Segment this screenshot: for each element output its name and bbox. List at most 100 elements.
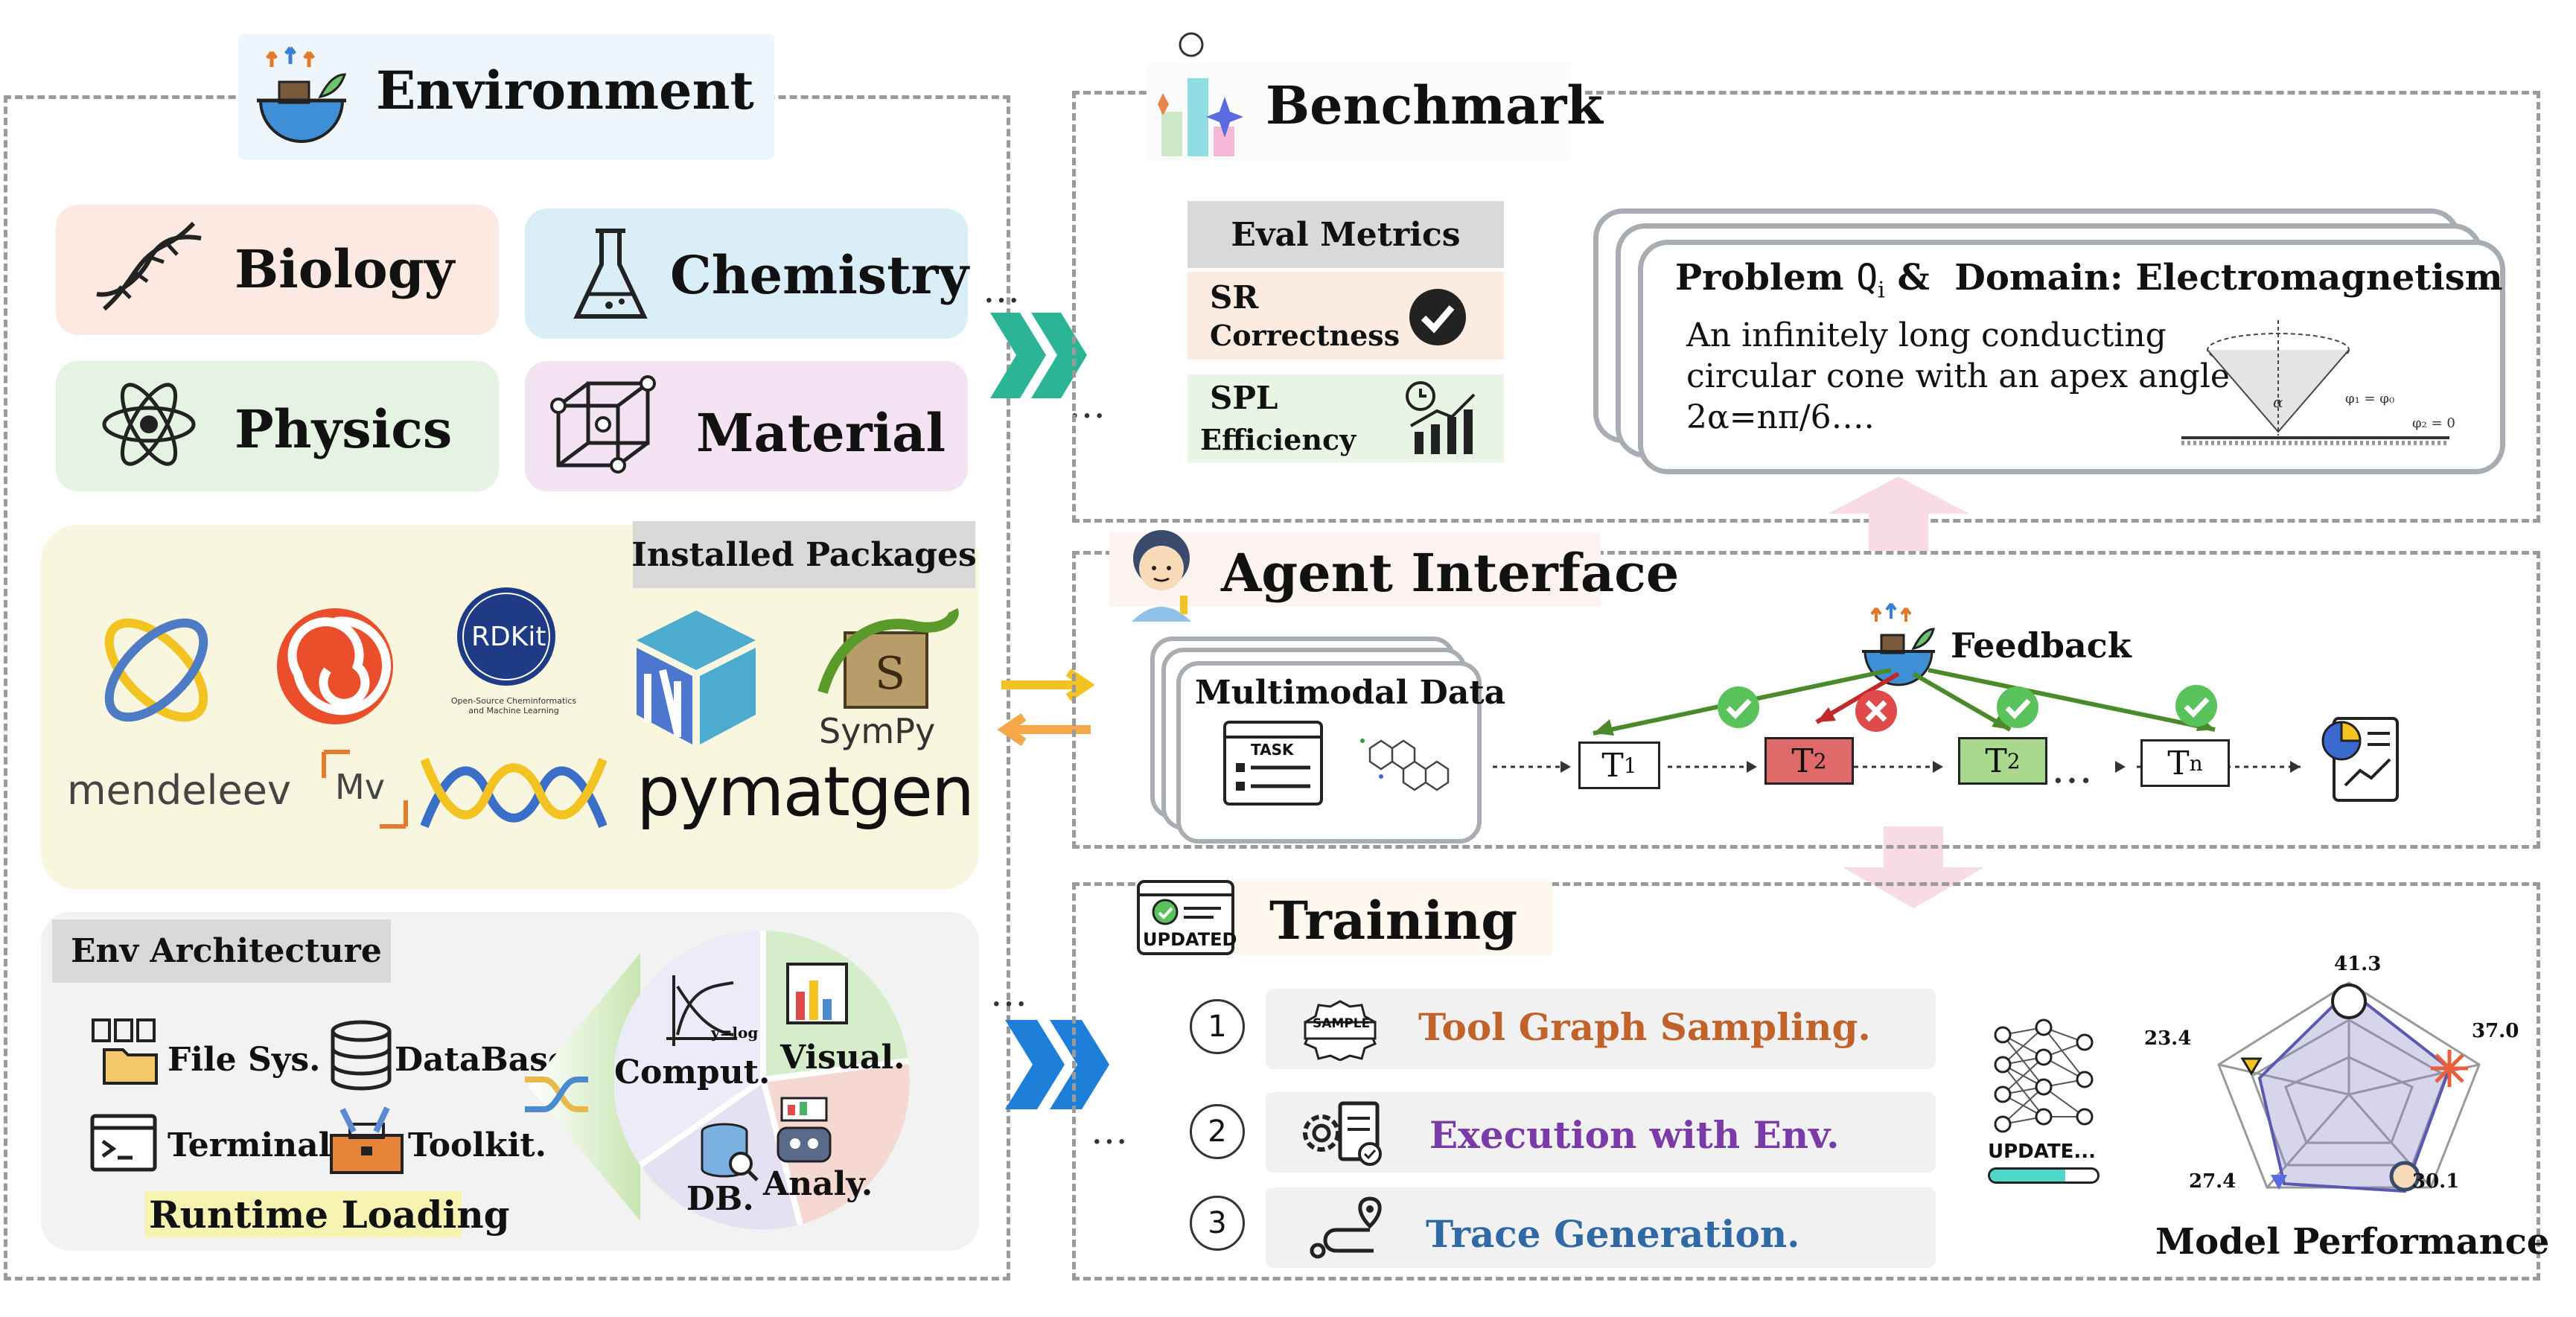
runtime-arrow-fan — [521, 938, 640, 1236]
eval-metrics-title: Eval Metrics — [1187, 201, 1504, 268]
training-title: Training — [1269, 890, 1518, 951]
cone-potential-label-2: φ₂ = 0 — [2412, 415, 2455, 431]
toolkit-label: Toolkit. — [408, 1126, 546, 1164]
update-label: UPDATE... — [1988, 1141, 2096, 1163]
radar-value-right: 37.0 — [2472, 1020, 2519, 1042]
feedback-arrows — [1563, 648, 2234, 744]
arrow-left-orange-icon — [997, 711, 1094, 748]
data-card — [1176, 661, 1482, 844]
package-sympy: SymPy — [819, 711, 936, 751]
function-plot-icon — [659, 972, 741, 1046]
gear-document-icon — [1292, 1096, 1389, 1170]
node-1-main: T — [1601, 746, 1624, 785]
domain-label-biology: Biology — [235, 238, 455, 300]
terminal-icon — [89, 1113, 158, 1173]
radar-value-bottom-right: 30.1 — [2412, 1170, 2460, 1193]
installed-packages-title: Installed Packages — [631, 521, 977, 588]
updated-label: UPDATED — [1143, 929, 1237, 950]
pie-label-analy: Analy. — [763, 1165, 873, 1203]
cone-figure — [2181, 313, 2449, 447]
task-card-icon — [1221, 718, 1325, 808]
radar-value-bottom-left: 27.4 — [2189, 1170, 2237, 1193]
task-label: TASK — [1251, 741, 1294, 759]
update-progress-fill — [1990, 1170, 2065, 1182]
error-x-icon — [1854, 689, 1898, 733]
problem-card — [1638, 240, 2505, 474]
agent-interface-header — [1109, 532, 1601, 607]
report-chart-icon — [2315, 715, 2405, 804]
pie-label-comput: Comput. — [614, 1053, 771, 1091]
node-3-main: T — [1985, 742, 2007, 780]
updated-badge-icon — [1135, 878, 1236, 957]
step-text-3: Trace Generation. — [1426, 1212, 1800, 1256]
atom-icon — [97, 372, 201, 476]
radar-value-left: 23.4 — [2144, 1027, 2192, 1050]
pie-axis-label: y=log — [711, 1024, 759, 1042]
package-pymatgen: pymatgen — [637, 752, 975, 832]
model-performance-title: Model Performance — [2155, 1221, 2550, 1263]
spiral-package-logo — [268, 599, 402, 733]
mendeleev-atom-logo — [82, 603, 231, 737]
runtime-loading-highlight — [145, 1191, 462, 1237]
problem-line-3: 2α=nπ/6…. — [1686, 398, 1875, 436]
domain-label-physics: Physics — [235, 398, 453, 460]
terminal-label: Terminal. — [168, 1126, 342, 1164]
database-search-icon — [696, 1120, 759, 1184]
package-mv: Mv — [335, 767, 385, 807]
domain-label-chemistry: Chemistry — [670, 244, 969, 306]
package-rdkit: RDKit — [471, 622, 546, 652]
radar-chart — [2196, 975, 2502, 1199]
check-badge-icon — [1407, 287, 1468, 348]
metric-abbr-spl: SPL — [1210, 380, 1278, 416]
double-chevron-blue-icon — [1001, 1013, 1120, 1117]
molecule-structure-icon — [1348, 718, 1459, 808]
folder-files-icon — [89, 1016, 164, 1087]
flask-icon — [566, 223, 655, 328]
down-arrow-pink — [1839, 826, 1988, 908]
problem-title: Problem Qi & Domain: Electromagnetism — [1675, 257, 2503, 304]
step-number-2: 2 — [1190, 1104, 1245, 1159]
problem-title-suffix: & Domain: Electromagnetism — [1897, 257, 2503, 299]
update-progress-bar — [1988, 1167, 2100, 1184]
agent-interface-panel — [1072, 551, 2540, 849]
svg-text:S: S — [875, 648, 905, 700]
step-number-1: 1 — [1190, 999, 1245, 1054]
step-card-1 — [1266, 989, 1936, 1069]
sympy-snake-logo: S — [815, 603, 964, 715]
rdkit-tagline: Open-Source Cheminformatics and Machine … — [450, 696, 577, 715]
pie-label-db: DB. — [686, 1180, 754, 1218]
dots-bottom-upper: … — [990, 972, 1030, 1015]
training-panel — [1072, 882, 2540, 1281]
problem-line-2: circular cone with an apex angle — [1686, 357, 2230, 395]
domain-label-material: Material — [696, 402, 946, 464]
cone-potential-label-1: φ₁ = φ₀ — [2345, 391, 2395, 406]
package-mendeleev: mendeleev — [67, 767, 291, 814]
cone-angle-label: α — [2273, 393, 2283, 411]
runtime-loading-label: Runtime Loading — [149, 1193, 510, 1237]
problem-title-prefix: Problem — [1675, 257, 1844, 299]
metric-name-correctness: Correctness — [1210, 319, 1400, 352]
benchmark-chart-icon — [1147, 30, 1251, 160]
agent-interface-title: Agent Interface — [1221, 542, 1680, 604]
multimodal-data-title: Multimodal Data — [1195, 674, 1506, 712]
toolkit-icon — [328, 1102, 406, 1176]
trajectory-ellipsis: … — [2051, 744, 2096, 793]
step-text-2: Execution with Env. — [1429, 1113, 1840, 1157]
database-icon — [328, 1020, 395, 1091]
route-icon — [1307, 1193, 1389, 1263]
benchmark-title: Benchmark — [1266, 74, 1603, 136]
rdkit-logo — [454, 584, 558, 689]
check-icon-1 — [1716, 685, 1761, 730]
scientist-avatar-icon — [1109, 525, 1214, 625]
domain-card-biology — [56, 205, 499, 335]
pie-label-visual: Visual. — [780, 1039, 905, 1077]
sample-badge-icon — [1299, 998, 1381, 1062]
problem-q-sub: i — [1878, 277, 1885, 304]
environment-title: Environment — [376, 60, 754, 121]
metric-abbr-sr: SR — [1210, 279, 1259, 316]
dots-bottom-lower: … — [1091, 1109, 1131, 1152]
check-icon-2 — [1995, 685, 2040, 730]
robot-analysis-icon — [767, 1094, 841, 1169]
problem-q-main: Q — [1856, 257, 1878, 299]
